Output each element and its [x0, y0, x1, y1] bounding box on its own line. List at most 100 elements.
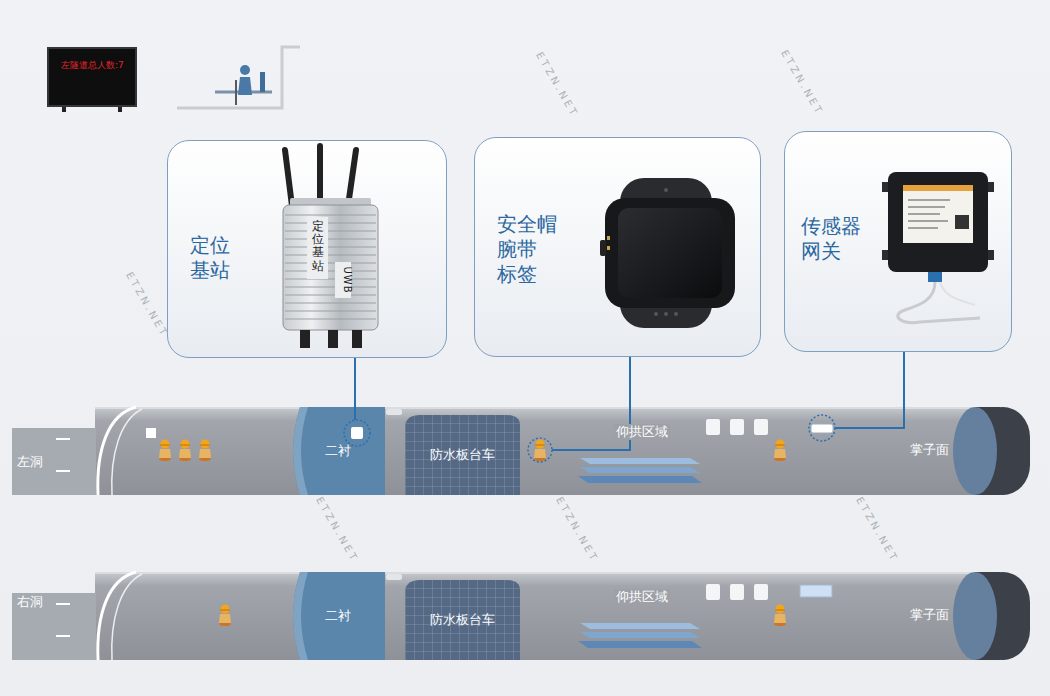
- base-station-image: [285, 215, 376, 319]
- control-room-icon: [238, 77, 252, 95]
- tag-marker: [811, 424, 833, 433]
- wristband-image: [618, 208, 722, 298]
- control-room-icon: [177, 47, 300, 108]
- leader-line: [355, 407, 904, 450]
- tunnel-right: [774, 605, 786, 627]
- area-label: 掌子面: [910, 442, 949, 458]
- connector-line: [629, 357, 631, 407]
- tunnel-right: [219, 605, 231, 627]
- lining-band: 二衬: [290, 407, 385, 495]
- gateway-image: [903, 185, 973, 243]
- node-text: 防水板台车: [430, 612, 495, 628]
- base-station-image: [317, 146, 323, 204]
- wristband-image: [664, 312, 668, 316]
- base-station-image: [335, 262, 351, 298]
- node-text: 二衬: [325, 608, 351, 624]
- base-station-image: [307, 217, 328, 279]
- gateway-image: [940, 282, 975, 305]
- callout-panel-fill: [474, 137, 761, 357]
- area-label: 仰拱区域: [614, 589, 670, 605]
- watermark: ETZN.NET: [314, 496, 360, 565]
- tunnel-right: [12, 572, 1030, 660]
- wristband-image: [607, 236, 610, 240]
- watermark: ETZN.NET: [854, 496, 900, 565]
- tunnel-right: [800, 585, 832, 597]
- node-text: 左隧道总人数:7: [61, 61, 124, 71]
- wristband-image: [600, 178, 735, 328]
- leader-line: [354, 407, 356, 420]
- control-room-icon: [177, 47, 300, 108]
- wristband-image: [607, 246, 610, 250]
- control-room-icon: [235, 80, 237, 105]
- tunnel-tube: 右洞二衬 防水板台车: [12, 572, 1030, 660]
- tunnel-left: [12, 407, 1030, 495]
- base-station-image: [283, 146, 378, 348]
- node-text: 传感器 网关: [801, 214, 861, 264]
- callout-panel-fill: [784, 131, 1012, 352]
- node-text: 左洞: [17, 454, 43, 470]
- watermark: ETZN.NET: [534, 51, 580, 120]
- base-station-image: [328, 330, 338, 348]
- tunnel-left: [12, 407, 1030, 495]
- tunnel-tube: 左洞 二衬 防水板台车: [12, 407, 1030, 495]
- callout-panel: 定位 基站: [167, 140, 447, 358]
- led-display: 左隧道总人数:7: [47, 47, 137, 107]
- watermark: ETZN.NET: [779, 49, 825, 118]
- callout-panel-fill: [167, 140, 447, 358]
- area-label: 掌子面: [910, 607, 949, 623]
- base-station-image: [283, 205, 378, 330]
- wristband-image: [664, 188, 668, 192]
- tag-marker: [344, 415, 835, 462]
- gateway-image: [903, 185, 973, 191]
- node-text: 二衬: [325, 443, 351, 459]
- wristband-image: [605, 198, 735, 308]
- tag-marker: [809, 415, 835, 441]
- gateway-image: [888, 172, 988, 272]
- control-room-icon: [240, 65, 250, 75]
- tunnel-left: [534, 440, 546, 462]
- gateway-image: [898, 282, 980, 323]
- tag-marker: [344, 420, 370, 446]
- gateway-image: [908, 200, 950, 228]
- leader-line: [835, 407, 904, 428]
- device-label: 定位基站: [312, 220, 324, 273]
- gateway-image: [955, 215, 969, 229]
- callout-panel: 传感器 网关: [784, 131, 1012, 352]
- base-station-image: [300, 330, 310, 348]
- wristband-image: [674, 312, 678, 316]
- connector-line: [903, 352, 905, 407]
- trolley-box: 防水板台车: [405, 580, 520, 660]
- tunnel-left: [159, 440, 171, 462]
- base-station-image: [348, 150, 356, 206]
- lining-band: 二衬: [290, 572, 385, 660]
- device-label: UWB: [342, 266, 352, 293]
- tunnel-right: [12, 572, 1030, 660]
- wristband-image: [654, 312, 658, 316]
- watermark: ETZN.NET: [124, 271, 170, 340]
- node-text: 安全帽 腕带 标签: [497, 212, 557, 287]
- connector-line: [354, 358, 356, 407]
- tunnel-left: [199, 440, 211, 462]
- base-station-image: [352, 330, 362, 348]
- tag-marker: [351, 427, 363, 439]
- tunnel-left: [179, 440, 191, 462]
- wristband-image: [600, 240, 606, 256]
- area-label: 仰拱区域: [614, 424, 670, 440]
- node-text: 防水板台车: [430, 447, 495, 463]
- tunnel-left: [774, 440, 786, 462]
- gateway-image: [882, 172, 994, 323]
- trolley-box: 防水板台车: [405, 415, 520, 495]
- callout-panel-fill: [167, 131, 1012, 358]
- node-text: 定位 基站: [190, 233, 230, 283]
- gateway-image: [928, 272, 942, 282]
- tunnel-left: [146, 428, 156, 438]
- control-room-icon: [260, 72, 265, 92]
- base-station-image: [285, 150, 292, 206]
- node-text: 右洞: [17, 594, 43, 610]
- tag-marker: [528, 438, 552, 462]
- callout-panel: 安全帽 腕带 标签: [474, 137, 761, 357]
